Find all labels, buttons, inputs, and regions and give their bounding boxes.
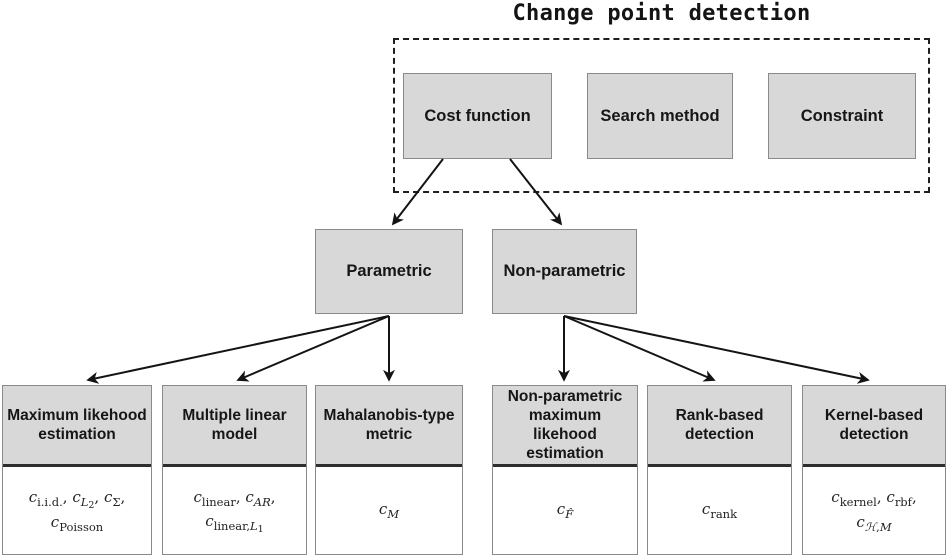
leaf-box-nonparam-likehood: Non-parametric maximum likehood estimati… (492, 385, 638, 555)
cost-function-box: Cost function (403, 73, 552, 159)
search-method-label: Search method (600, 106, 720, 125)
leaf-box-multiple-linear: Multiple linear model clinear, cAR,cline… (162, 385, 307, 555)
leaf-cost-functions: cM (378, 500, 400, 522)
arrow-parametric-to-linear (236, 315, 390, 382)
leaf-title: Mahalanobis-type metric (316, 386, 462, 467)
leaf-cost-functions: ckernel, crbf,cℋ,M (831, 487, 917, 534)
leaf-title: Kernel-based detection (803, 386, 945, 467)
leaf-box-rank-based: Rank-based detection crank (647, 385, 792, 555)
leaf-box-kernel-based: Kernel-based detection ckernel, crbf,cℋ,… (802, 385, 946, 555)
leaf-title: Non-parametric maximum likehood estimati… (493, 386, 637, 467)
search-method-box: Search method (587, 73, 733, 159)
leaf-cost-functions: cF̂ (556, 500, 574, 522)
leaf-cost-functions: clinear, cAR,clinear,L1 (193, 487, 276, 536)
leaf-title: Multiple linear model (163, 386, 306, 467)
leaf-box-mahalanobis: Mahalanobis-type metric cM (315, 385, 463, 555)
leaf-cost-functions: crank (701, 500, 738, 522)
leaf-title: Rank-based detection (648, 386, 791, 467)
leaf-box-maximum-likehood: Maximum likehood estimation ci.i.d., cL2… (2, 385, 152, 555)
constraint-label: Constraint (800, 106, 884, 125)
parametric-box: Parametric (315, 229, 463, 314)
cost-function-label: Cost function (424, 106, 531, 125)
constraint-box: Constraint (768, 73, 916, 159)
diagram-title: Change point detection (512, 1, 811, 26)
non-parametric-label: Non-parametric (503, 262, 626, 280)
leaf-title: Maximum likehood estimation (3, 386, 151, 467)
arrow-nonparametric-to-kernel (563, 315, 870, 384)
arrow-parametric-to-mle (86, 315, 390, 384)
framework-dashed-frame (393, 38, 930, 193)
leaf-cost-functions: ci.i.d., cL2, cΣ,cPoisson (28, 487, 126, 534)
parametric-label: Parametric (346, 262, 432, 280)
non-parametric-box: Non-parametric (492, 229, 637, 314)
arrow-nonparametric-to-rank (563, 315, 716, 382)
